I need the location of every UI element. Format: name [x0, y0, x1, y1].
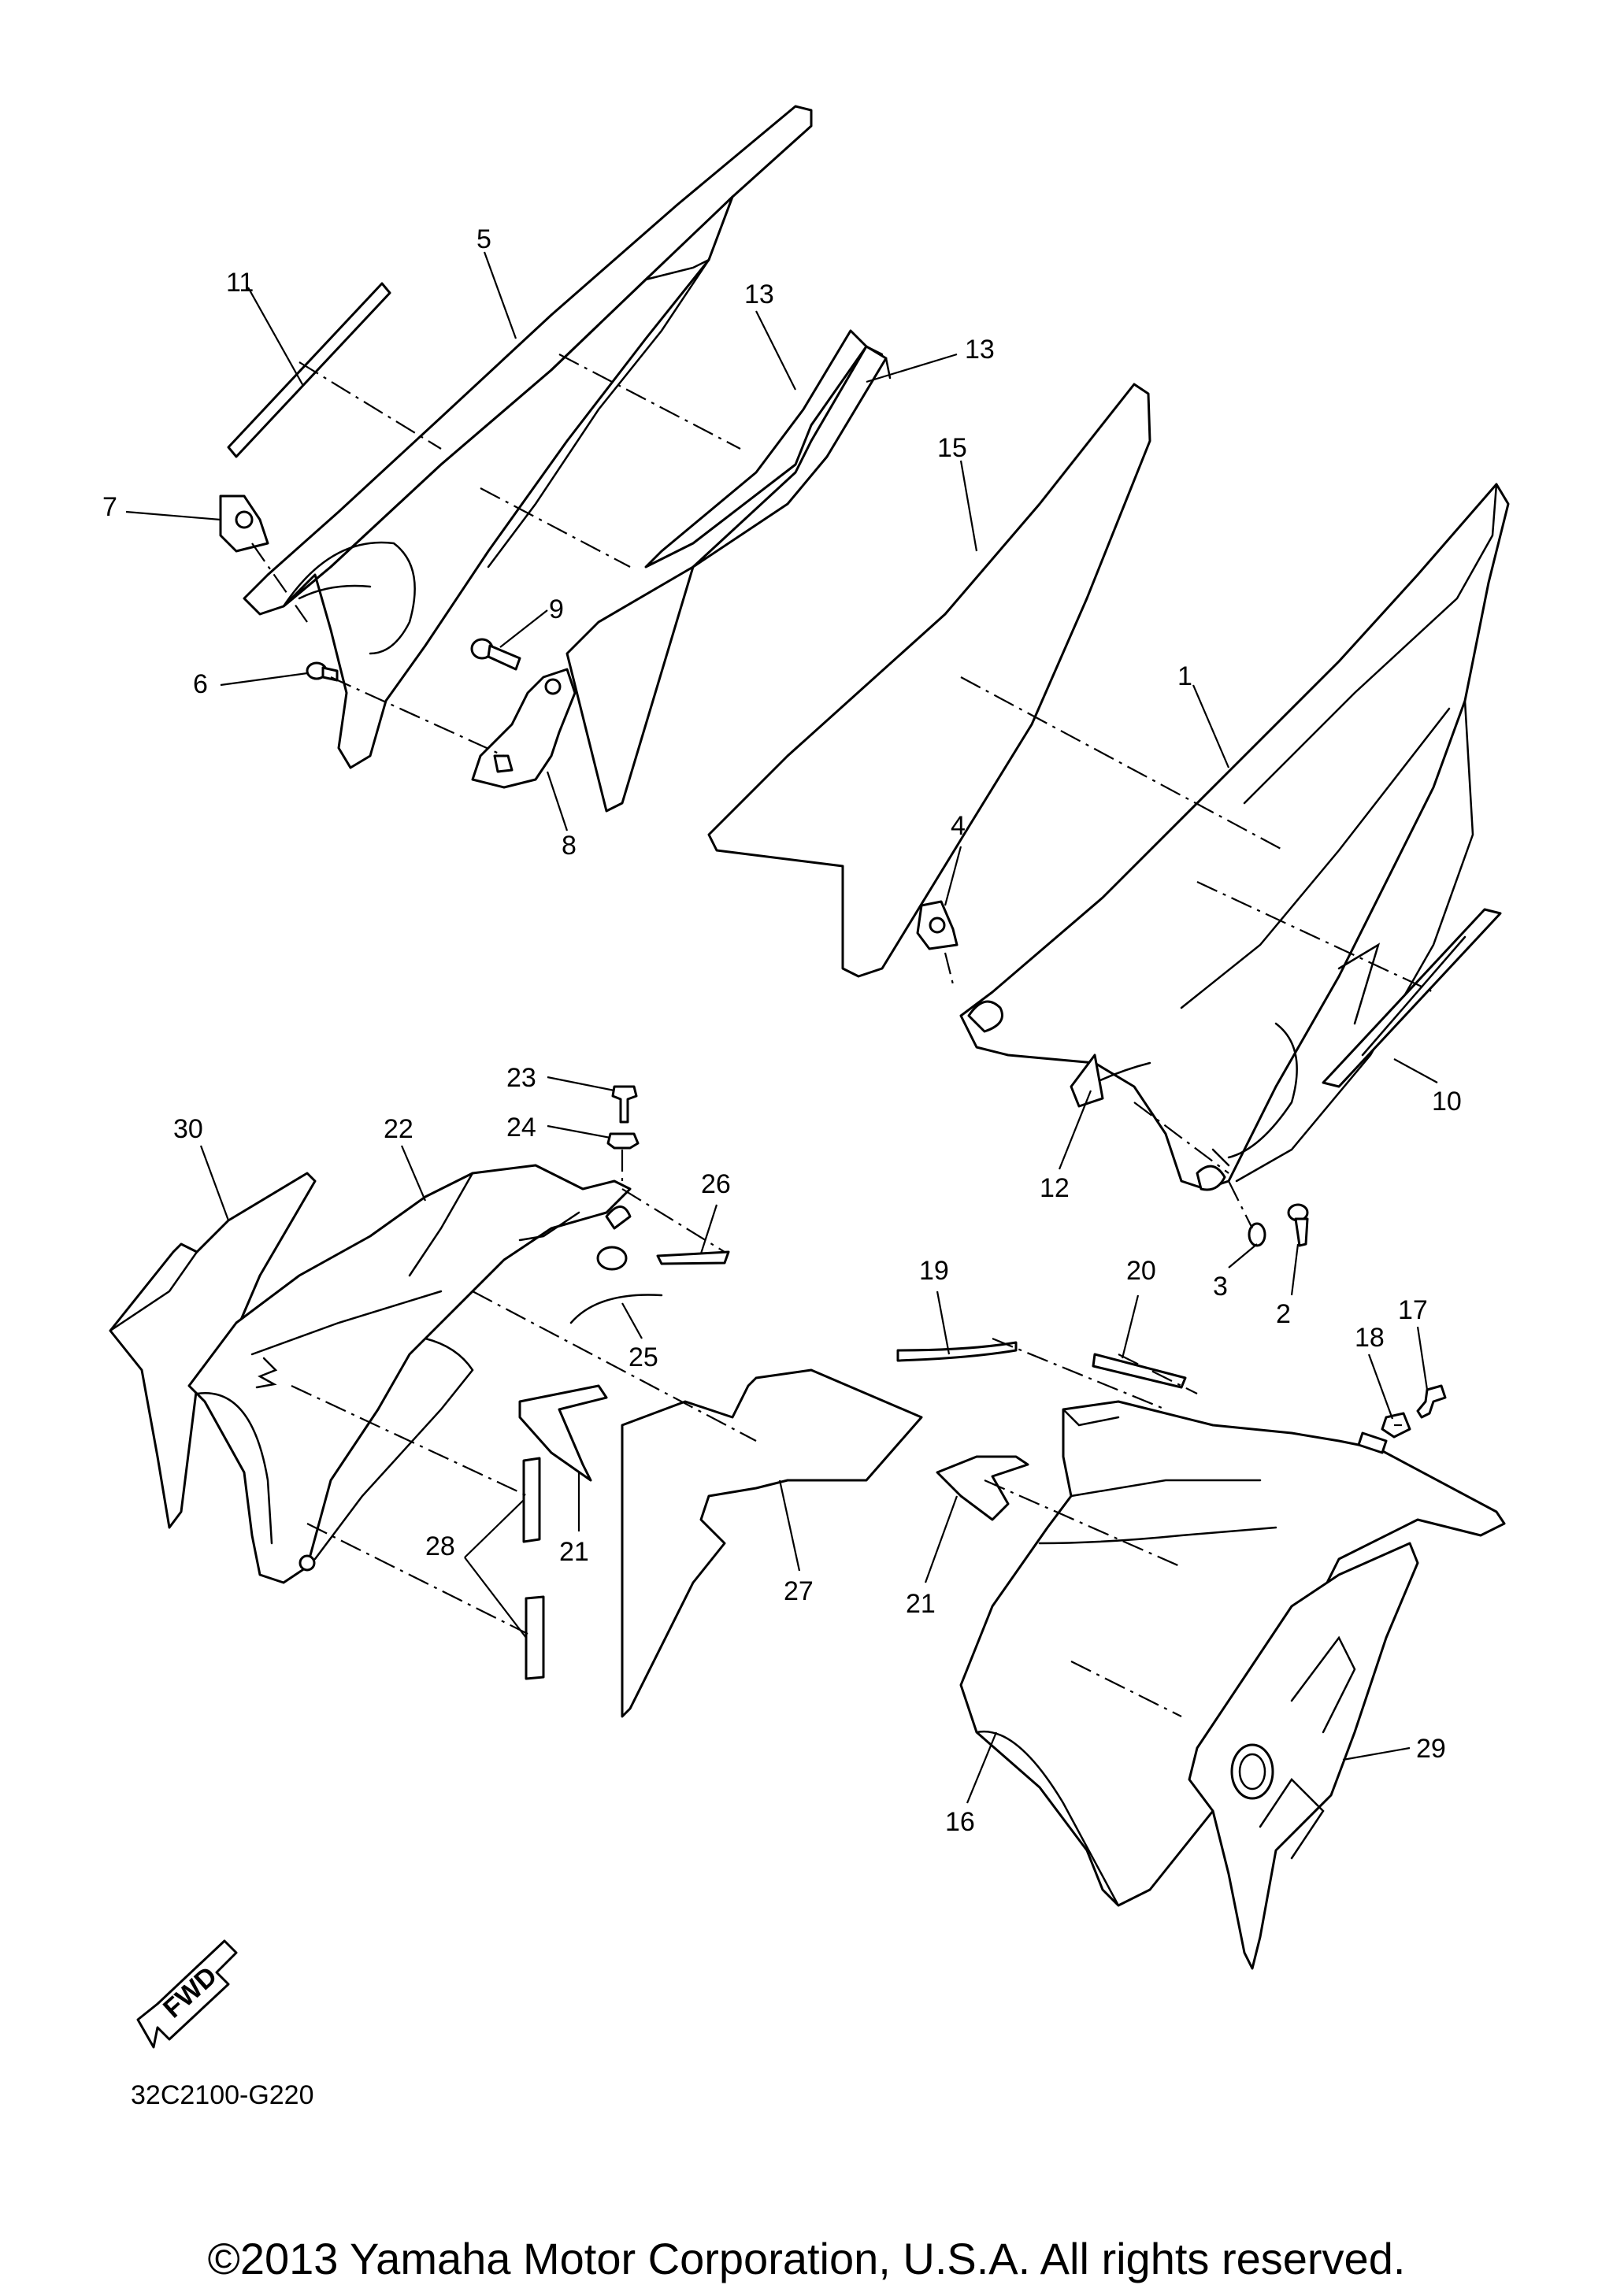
part-13-panel — [565, 345, 888, 813]
copyright-notice: ©2013 Yamaha Motor Corporation, U.S.A. A… — [207, 2234, 1406, 2283]
callout-16: 16 — [945, 1807, 975, 1837]
callout-26: 26 — [701, 1169, 731, 1199]
part-29-decal — [1188, 1542, 1419, 1970]
callout-22: 22 — [384, 1114, 413, 1144]
callout-24: 24 — [506, 1113, 536, 1142]
callout-17: 17 — [1398, 1295, 1428, 1325]
part-14-panel — [644, 329, 868, 568]
callout-21-left: 21 — [559, 1537, 589, 1567]
callout-2: 2 — [1276, 1299, 1291, 1329]
part-26-strip — [656, 1250, 730, 1265]
callout-19: 19 — [919, 1256, 949, 1286]
callout-29: 29 — [1416, 1734, 1446, 1764]
part-28-decal-b — [525, 1595, 545, 1680]
callout-20: 20 — [1126, 1256, 1156, 1286]
part-5-body — [282, 195, 734, 769]
callout-23: 23 — [506, 1063, 536, 1093]
callout-28: 28 — [425, 1531, 455, 1561]
callout-8: 8 — [562, 831, 577, 861]
part-20-strip — [1092, 1353, 1187, 1389]
part-30-cowl — [109, 1172, 317, 1529]
callout-3: 3 — [1213, 1272, 1228, 1302]
callout-15: 15 — [937, 433, 967, 463]
part-23-bolt — [611, 1085, 638, 1124]
callout-12: 12 — [1040, 1173, 1070, 1203]
callout-27: 27 — [784, 1576, 814, 1606]
callout-13: 13 — [965, 335, 995, 365]
callout-30: 30 — [173, 1114, 203, 1144]
callout-18: 18 — [1355, 1323, 1385, 1353]
fwd-arrow-icon: FWD — [136, 1939, 238, 2049]
callout-21-right: 21 — [906, 1589, 936, 1619]
part-19-strip — [896, 1341, 1018, 1362]
drawing-code: 32C2100-G220 — [131, 2080, 314, 2110]
callout-11: 11 — [226, 268, 254, 298]
callout-14: 13 — [744, 280, 774, 309]
part-24-washer — [606, 1132, 640, 1150]
callout-9: 9 — [549, 594, 564, 624]
part-17-screw — [1416, 1384, 1447, 1419]
callout-1: 1 — [1177, 661, 1192, 691]
part-15-panel — [707, 383, 1151, 978]
part-22-shroud — [187, 1164, 632, 1584]
callout-25: 25 — [629, 1342, 658, 1372]
part-21-clip-right — [936, 1455, 1029, 1521]
part-27-panel — [621, 1368, 923, 1718]
callout-10: 10 — [1432, 1087, 1462, 1117]
part-3-washer — [1248, 1222, 1266, 1247]
part-11-strip — [227, 282, 391, 458]
part-21-clip-left — [518, 1384, 608, 1482]
callout-6: 6 — [193, 669, 208, 699]
callout-5: 5 — [476, 224, 491, 254]
callout-7: 7 — [102, 492, 117, 522]
part-1-side-cover — [959, 483, 1510, 1191]
part-25-strip — [569, 1294, 663, 1324]
callout-4: 4 — [951, 811, 966, 841]
part-28-decal-a — [522, 1457, 541, 1543]
part-12-tab — [1070, 1054, 1104, 1108]
